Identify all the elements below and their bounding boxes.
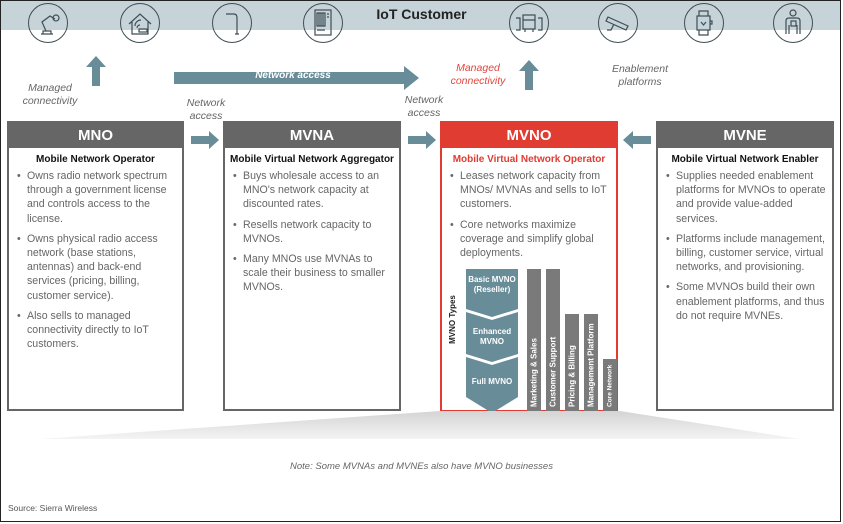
mvna-title: MVNA bbox=[225, 123, 399, 148]
mno-subtitle: Mobile Network Operator bbox=[36, 154, 155, 165]
mno-bullet: Also sells to managed connectivity direc… bbox=[17, 309, 176, 352]
capability-bar: Management Platform bbox=[584, 314, 598, 411]
mvno-types-chevrons bbox=[466, 269, 518, 413]
mvne-bullet: Supplies needed enablement platforms for… bbox=[666, 169, 826, 226]
mvna-subtitle: Mobile Virtual Network Aggregator bbox=[230, 154, 394, 165]
mvna-bullet: Resells network capacity to MVNOs. bbox=[233, 218, 393, 246]
capability-bar: Marketing & Sales bbox=[527, 269, 541, 411]
capability-bar: Customer Support bbox=[546, 269, 560, 411]
source-credit: Source: Sierra Wireless bbox=[8, 503, 98, 513]
network-access-label-mno: Network access bbox=[186, 97, 226, 122]
network-access-arrow-label: Network access bbox=[255, 70, 331, 81]
right-arrow-icon bbox=[408, 131, 436, 149]
diagram-title: IoT Customer bbox=[376, 6, 467, 22]
security-camera-icon bbox=[598, 3, 638, 43]
up-arrow-icon bbox=[86, 56, 106, 86]
left-arrow-icon bbox=[623, 131, 651, 149]
up-arrow-icon bbox=[519, 60, 539, 90]
mvna-bullet: Buys wholesale access to an MNO's networ… bbox=[233, 169, 393, 212]
right-arrow-icon bbox=[191, 131, 219, 149]
managed-connectivity-label: Managed connectivity bbox=[22, 82, 78, 107]
perspective-shadow bbox=[40, 411, 800, 439]
mvno-types-label: MVNO Types bbox=[447, 295, 457, 344]
mvno-bullet: Leases network capacity from MNOs/ MVNAs… bbox=[450, 169, 610, 212]
vending-machine-icon bbox=[303, 3, 343, 43]
mno-box: MNO Mobile Network Operator Owns radio n… bbox=[7, 121, 184, 411]
mvno-title: MVNO bbox=[442, 123, 616, 148]
street-light-icon bbox=[212, 3, 252, 43]
mvne-title: MVNE bbox=[658, 123, 832, 148]
capability-bar: Core Network bbox=[603, 359, 617, 411]
mvne-subtitle: Mobile Virtual Network Enabler bbox=[671, 154, 819, 165]
mvne-bullet: Platforms include management, billing, c… bbox=[666, 232, 826, 275]
mvne-box: MVNE Mobile Virtual Network Enabler Supp… bbox=[656, 121, 834, 411]
mvna-box: MVNA Mobile Virtual Network Aggregator B… bbox=[223, 121, 401, 411]
industrial-robot-arm-icon bbox=[28, 3, 68, 43]
enablement-platforms-label: Enablement platforms bbox=[611, 63, 669, 88]
smartwatch-icon bbox=[684, 3, 724, 43]
fleet-trucks-icon bbox=[509, 3, 549, 43]
mno-bullet: Owns radio network spectrum through a go… bbox=[17, 169, 176, 226]
mvno-subtitle: Mobile Virtual Network Operator bbox=[452, 154, 606, 165]
mvno-type-full: Full MVNO bbox=[471, 377, 513, 386]
smart-home-icon bbox=[120, 3, 160, 43]
mno-title: MNO bbox=[9, 123, 182, 148]
mvno-bullet: Core networks maximize coverage and simp… bbox=[450, 218, 610, 261]
mvna-bullet: Many MNOs use MVNAs to scale their busin… bbox=[233, 252, 393, 295]
mno-bullet: Owns physical radio access network (base… bbox=[17, 232, 176, 303]
mvno-box: MVNO Mobile Virtual Network Operator Lea… bbox=[440, 121, 618, 413]
managed-connectivity-mvno-label: Managed connectivity bbox=[450, 62, 506, 87]
person-wearable-icon bbox=[773, 3, 813, 43]
capability-bar: Pricing & Billing bbox=[565, 314, 579, 411]
mvno-type-enhanced: Enhanced MVNO bbox=[472, 327, 512, 346]
network-access-label-mvna: Network access bbox=[404, 94, 444, 119]
mvne-bullet: Some MVNOs build their own enablement pl… bbox=[666, 280, 826, 323]
network-access-arrow: Network access bbox=[174, 66, 419, 90]
mvno-type-basic: Basic MVNO (Reseller) bbox=[468, 275, 516, 294]
footnote: Note: Some MVNAs and MVNEs also have MVN… bbox=[290, 461, 553, 472]
